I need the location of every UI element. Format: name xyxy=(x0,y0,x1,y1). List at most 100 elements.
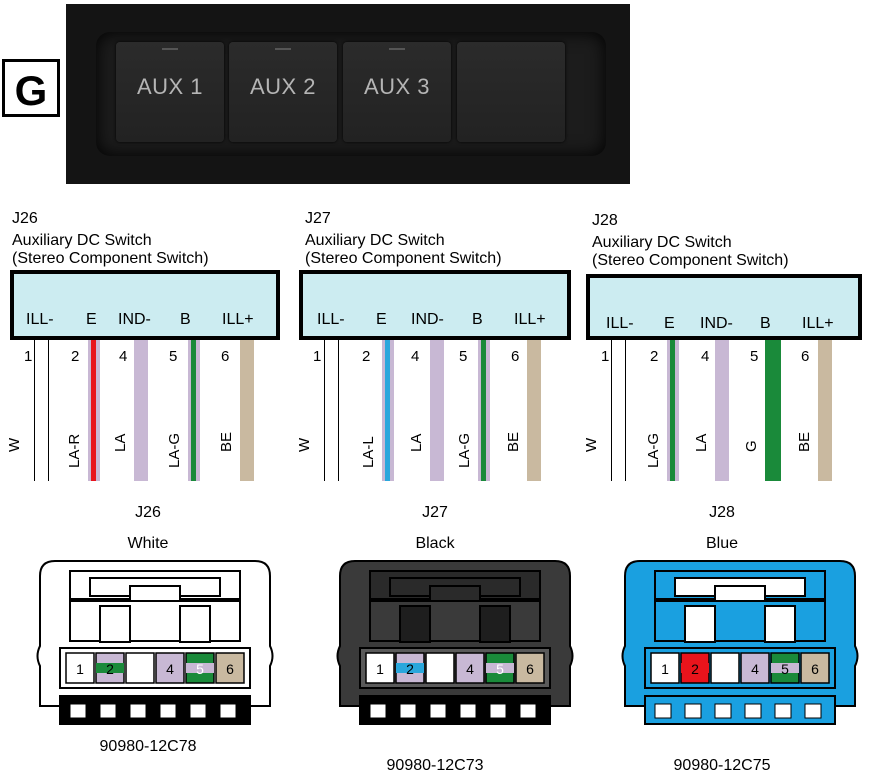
connector-part-number: 90980-12C78 xyxy=(99,738,197,755)
terminal xyxy=(429,703,447,719)
wire-color-code: LA-G xyxy=(166,432,183,468)
wire-white xyxy=(48,340,49,481)
connector-id-j26: J26 xyxy=(135,504,161,521)
connector-key xyxy=(399,605,431,643)
pin-number: 5 xyxy=(169,348,178,365)
wire-white xyxy=(338,340,339,481)
terminal xyxy=(804,703,822,719)
wire-color-code: BE xyxy=(505,431,522,452)
terminal xyxy=(519,703,537,719)
wire-color-code: W xyxy=(296,437,313,452)
wire-color-code: LA-G xyxy=(645,432,662,468)
switch-body xyxy=(586,274,862,340)
pin-cavity-number: 4 xyxy=(166,661,174,677)
switch-id-j28: J28 xyxy=(592,212,618,229)
connector-key xyxy=(479,605,511,643)
pin-number: 2 xyxy=(71,348,80,365)
connector-key xyxy=(764,605,796,643)
terminal xyxy=(399,703,417,719)
pin-cavity xyxy=(425,652,455,684)
pin-function-label: IND- xyxy=(411,311,444,328)
pin-number: 5 xyxy=(459,348,468,365)
pin-cavity-number: 1 xyxy=(376,661,384,677)
wire-stripe xyxy=(481,340,486,481)
wire-white xyxy=(34,340,35,481)
switch-subtitle: (Stereo Component Switch) xyxy=(592,252,789,269)
pin-number: 4 xyxy=(411,348,420,365)
pin-cavity xyxy=(455,652,485,684)
pin-function-label: E xyxy=(664,315,675,332)
pin-number: 1 xyxy=(24,348,33,365)
pin-cavity-number: 6 xyxy=(811,661,819,677)
wire-stripe xyxy=(385,340,390,481)
pin-number: 6 xyxy=(801,348,810,365)
pin-function-label: ILL- xyxy=(26,311,54,328)
pin-number: 5 xyxy=(750,348,759,365)
pin-cavity xyxy=(650,652,680,684)
pin-cavity-number: 2 xyxy=(691,661,699,677)
pin-number: 2 xyxy=(362,348,371,365)
pin-stripe xyxy=(771,663,799,673)
pin-function-label: B xyxy=(180,311,191,328)
pin-stripe xyxy=(681,663,709,673)
wire-color-code: BE xyxy=(218,431,235,452)
pin-cavity-number: 4 xyxy=(466,661,474,677)
pin-cavity-number: 5 xyxy=(781,661,789,677)
wire xyxy=(430,340,444,481)
pin-cavity xyxy=(800,652,830,684)
pin-number: 4 xyxy=(119,348,128,365)
pin-function-label: B xyxy=(760,315,771,332)
switch-body xyxy=(10,270,280,340)
wire xyxy=(134,340,148,481)
switch-id-j27: J27 xyxy=(305,210,331,227)
terminal-row xyxy=(59,695,251,725)
pin-cavity xyxy=(365,652,395,684)
switch-title: Auxiliary DC Switch xyxy=(12,232,152,249)
pin-number: 2 xyxy=(650,348,659,365)
switch-body xyxy=(299,270,571,340)
wire-color-code: LA xyxy=(408,433,425,452)
pin-cavity-number: 6 xyxy=(526,661,534,677)
terminal xyxy=(219,703,237,719)
terminal xyxy=(744,703,762,719)
pin-cavity-number: 1 xyxy=(661,661,669,677)
terminal xyxy=(459,703,477,719)
wire-white xyxy=(611,340,612,481)
terminal xyxy=(714,703,732,719)
wire-color-code: LA-G xyxy=(456,432,473,468)
connector-key xyxy=(179,605,211,643)
pin-cavity-number: 2 xyxy=(406,661,414,677)
wire-white xyxy=(324,340,325,481)
terminal xyxy=(159,703,177,719)
wire xyxy=(527,340,541,481)
wire xyxy=(818,340,832,481)
switch-subtitle: (Stereo Component Switch) xyxy=(305,250,502,267)
terminal xyxy=(99,703,117,719)
wire-color-code: W xyxy=(6,437,23,452)
connector-color-name: White xyxy=(127,535,169,552)
pin-stripe xyxy=(486,663,514,673)
wire-stripe xyxy=(670,340,675,481)
wire-color-code: LA-R xyxy=(66,433,83,468)
terminal xyxy=(369,703,387,719)
pin-cavity xyxy=(155,652,185,684)
pin-function-label: IND- xyxy=(118,311,151,328)
connector-face: 1 2 4 5 6 xyxy=(621,560,859,725)
section-label: G xyxy=(2,59,60,117)
pin-function-label: ILL- xyxy=(606,315,634,332)
connector-key xyxy=(654,600,826,642)
pin-cavity xyxy=(740,652,770,684)
terminal xyxy=(489,703,507,719)
aux1-label: AUX 1 xyxy=(136,74,204,99)
switch-id-j26: J26 xyxy=(12,210,38,227)
pin-stripe xyxy=(96,663,124,673)
pin-function-label: B xyxy=(472,311,483,328)
terminal xyxy=(774,703,792,719)
pin-number: 6 xyxy=(221,348,230,365)
pin-cavity-number: 1 xyxy=(76,661,84,677)
wire-color-code: BE xyxy=(796,431,813,452)
pin-cavity-number: 4 xyxy=(751,661,759,677)
pin-cavity xyxy=(125,652,155,684)
